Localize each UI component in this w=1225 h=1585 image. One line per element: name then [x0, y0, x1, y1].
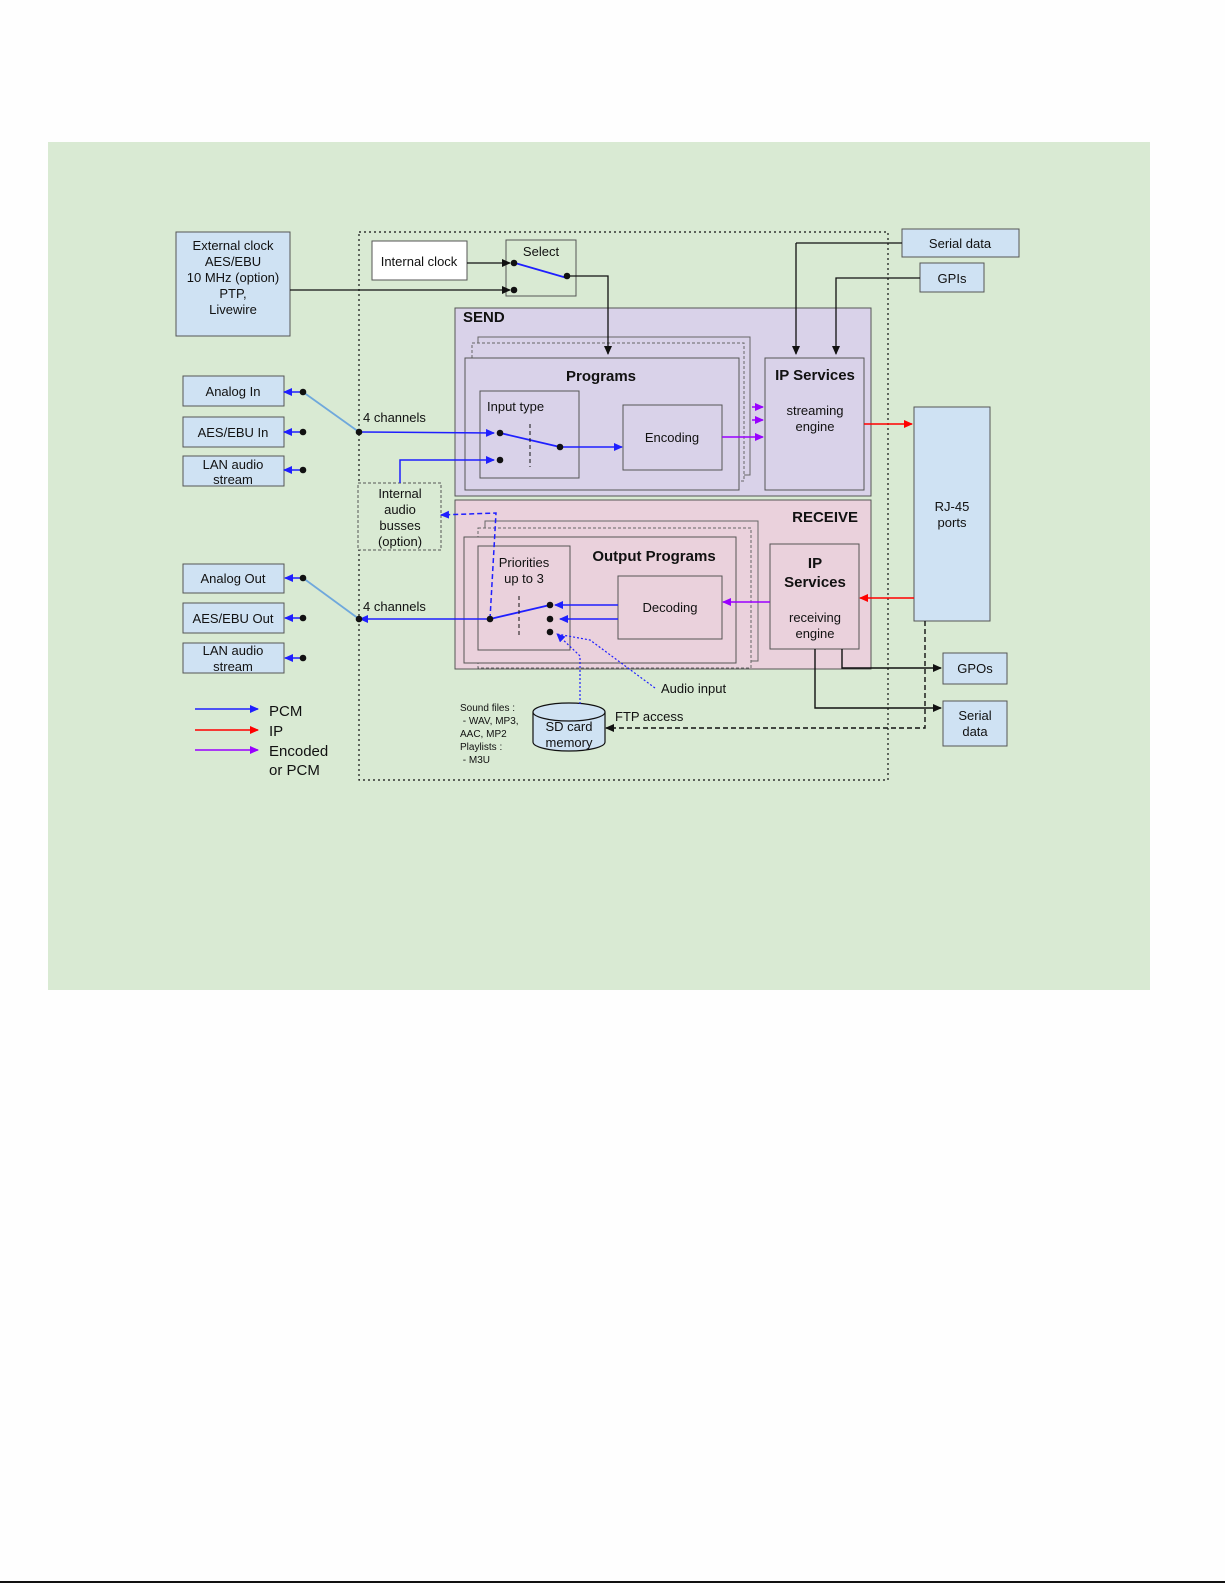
external-clock-line: 10 MHz (option) — [187, 270, 279, 285]
analog-in-box — [182, 375, 285, 407]
programs-label: Programs — [566, 368, 636, 385]
aes-ebu-out-box — [182, 602, 285, 634]
switch-contact — [546, 601, 554, 609]
internal-clock-box — [371, 240, 468, 281]
external-clock-line: AES/EBU — [205, 254, 261, 269]
ip-services-send-title: IP Services — [775, 367, 855, 384]
channels-out-label: 4 channels — [363, 599, 426, 614]
switch-contact — [486, 615, 494, 623]
send-label: SEND — [463, 309, 505, 326]
lan-audio-out-label: LAN audio — [203, 643, 264, 658]
analog-in-label: Analog In — [206, 384, 261, 399]
ip-services-receive-title: Services — [784, 574, 846, 591]
output-programs-label: Output Programs — [592, 548, 715, 565]
external-clock-line: External clock — [193, 238, 274, 253]
sound-files-line: Playlists : — [460, 742, 502, 753]
decoding-box — [617, 575, 723, 640]
analog-out-label: Analog Out — [200, 571, 265, 586]
switch-contact — [546, 615, 554, 623]
input-contact — [299, 466, 307, 474]
lan-audio-out-label: stream — [213, 659, 253, 674]
priorities-label: up to 3 — [504, 571, 544, 586]
internal-busses-box — [357, 482, 442, 551]
sound-files-line: - M3U — [460, 755, 490, 766]
gpos-label: GPOs — [957, 661, 993, 676]
channel-junction — [355, 615, 363, 623]
sound-files-line: AAC, MP2 — [460, 729, 507, 740]
clock-connectors — [290, 242, 920, 355]
legend-pcm-label: PCM — [269, 703, 302, 720]
ip-services-receive-sub: engine — [795, 626, 834, 641]
switch-contact — [496, 429, 504, 437]
serial-data-in-box — [901, 228, 1020, 258]
io-connectors — [605, 621, 942, 732]
internal-clock-label: Internal clock — [381, 254, 458, 269]
switch-contact — [546, 628, 554, 636]
legend-encoded-label: or PCM — [269, 762, 320, 779]
aes-ebu-out-label: AES/EBU Out — [193, 611, 274, 626]
serial-data-out-box — [942, 700, 1008, 747]
lan-audio-out-box — [182, 642, 285, 674]
switch-contact — [510, 259, 518, 267]
lan-audio-in-label: LAN audio — [203, 457, 264, 472]
output-contact — [299, 614, 307, 622]
rj45-label: ports — [938, 515, 967, 530]
gpis-box — [919, 262, 985, 293]
select-label: Select — [523, 244, 560, 259]
switch-contact — [510, 286, 518, 294]
input-contact — [299, 388, 307, 396]
external-clock-line: PTP, — [219, 286, 246, 301]
sd-card-label: memory — [546, 735, 593, 750]
input-contact — [299, 428, 307, 436]
ip-services-send-sub: streaming — [786, 403, 843, 418]
serial-data-in-label: Serial data — [929, 236, 992, 251]
lan-audio-in-label: stream — [213, 472, 253, 487]
legend-ip-label: IP — [269, 723, 283, 740]
sd-card-cylinder-top — [532, 702, 606, 722]
sd-card-cylinder — [532, 712, 606, 752]
serial-data-out-label: data — [962, 724, 988, 739]
external-clock-line: Livewire — [209, 302, 257, 317]
priorities-box — [477, 545, 571, 651]
ip-services-receive-box — [769, 543, 860, 650]
switch-contact — [556, 443, 564, 451]
sound-files-line: - WAV, MP3, — [460, 716, 519, 727]
encoding-box — [622, 404, 723, 471]
switch-contact — [563, 272, 571, 280]
encoding-label: Encoding — [645, 430, 699, 445]
receive-label: RECEIVE — [792, 509, 858, 526]
output-contact — [299, 574, 307, 582]
sd-card-label: SD card — [546, 719, 593, 734]
ip-services-receive-title: IP — [808, 555, 822, 572]
internal-busses-label: Internal — [378, 486, 421, 501]
ip-services-receive-sub: receiving — [789, 610, 841, 625]
ip-services-send-sub: engine — [795, 419, 834, 434]
internal-busses-label: busses — [379, 518, 421, 533]
priorities-label: Priorities — [499, 555, 550, 570]
channel-junction — [355, 428, 363, 436]
input-type-label: Input type — [487, 399, 544, 414]
legend: PCM IP Encoded or PCM — [195, 703, 328, 779]
channels-in-label: 4 channels — [363, 410, 426, 425]
sound-files-line: Sound files : — [460, 703, 515, 714]
rj45-box — [913, 406, 991, 622]
legend-encoded-label: Encoded — [269, 743, 328, 760]
receive-connectors — [284, 510, 914, 704]
aes-ebu-in-label: AES/EBU In — [198, 425, 269, 440]
audio-input-label: Audio input — [661, 681, 726, 696]
ip-services-send-box — [764, 357, 865, 491]
internal-busses-label: audio — [384, 502, 416, 517]
select-box — [505, 239, 577, 297]
internal-busses-label: (option) — [378, 534, 422, 549]
decoding-label: Decoding — [643, 600, 698, 615]
ftp-access-label: FTP access — [615, 709, 684, 724]
gpos-box — [942, 652, 1008, 685]
rj45-label: RJ-45 — [935, 499, 970, 514]
gpis-label: GPIs — [938, 271, 967, 286]
output-contact — [299, 654, 307, 662]
switch-contact — [496, 456, 504, 464]
external-clock-box — [175, 231, 291, 337]
serial-data-out-label: Serial — [958, 708, 991, 723]
